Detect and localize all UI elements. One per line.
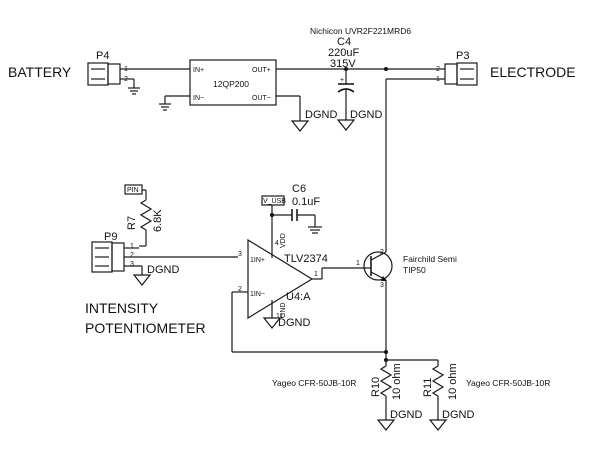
potentiometer-label: POTENTIOMETER — [85, 320, 206, 336]
c4-value: 220uF — [328, 47, 359, 59]
ground-symbol — [128, 87, 140, 95]
svg-text:1: 1 — [314, 271, 318, 278]
electrode-connector-p3: P3 2 1 ELECTRODE — [436, 50, 576, 86]
svg-text:+: + — [340, 77, 344, 84]
reg-part: 12QP200 — [213, 79, 249, 89]
c4-manufacturer: Nichicon UVR2F221MRD6 — [310, 26, 411, 36]
capacitor-c6: C6 0.1uF — [291, 183, 320, 221]
p3-body — [444, 63, 458, 85]
p3-label: P3 — [456, 50, 469, 62]
r7-ref: R7 — [126, 216, 138, 230]
vdd-label: VDD — [280, 233, 287, 248]
capacitor-c4: Nichicon UVR2F221MRD6 C4 220uF 315V + DG… — [310, 26, 411, 131]
c6-value: 0.1uF — [292, 196, 320, 208]
c4-ref: C4 — [337, 36, 351, 48]
gnd-pin-label: GND — [280, 302, 287, 318]
svg-text:3: 3 — [130, 261, 134, 268]
resistor-r10: R10 10 ohm Yageo CFR-50JB-10R DGND — [272, 360, 422, 431]
opamp-in-plus: 1IN+ — [250, 257, 265, 264]
regulator-12qp200: IN+ IN− OUT+ OUT− 12QP200 — [189, 59, 277, 106]
transistor-part: TIP50 — [403, 265, 426, 275]
p4-body — [107, 63, 121, 85]
battery-connector-p4: BATTERY P4 1 2 — [8, 50, 128, 86]
dgnd-symbol: DGND — [132, 264, 179, 286]
p3-housing — [456, 62, 478, 86]
reg-in-minus: IN− — [193, 95, 204, 102]
resistor-r7: R7 6.8K — [126, 199, 164, 232]
opamp-u4a: 1IN+ 1IN− TLV2374 U4:A 3 2 1 4 11 VDD GN… — [238, 233, 328, 320]
dgnd-label: DGND — [442, 409, 474, 421]
svg-text:3: 3 — [380, 282, 384, 289]
opamp-body — [247, 238, 314, 320]
dgnd-symbol: DGND — [262, 317, 310, 329]
opamp-ref: U4:A — [286, 291, 311, 303]
transistor-manufacturer: Fairchild Semi — [403, 254, 457, 264]
opamp-part: TLV2374 — [284, 253, 328, 265]
reg-out-plus: OUT+ — [252, 67, 271, 74]
svg-text:2: 2 — [380, 249, 384, 256]
svg-text:1: 1 — [356, 260, 360, 267]
reg-in-plus: IN+ — [193, 67, 204, 74]
ground-symbol — [308, 226, 322, 234]
r10-ref: R10 — [370, 377, 382, 397]
resistor-r11: R11 10 ohm Yageo CFR-50JB-10R DGND — [422, 360, 550, 431]
p4-label: P4 — [96, 50, 109, 62]
svg-text:4: 4 — [275, 240, 279, 247]
dgnd-label: DGND — [147, 264, 179, 276]
p4-housing — [87, 62, 109, 86]
dgnd-symbol: DGND — [290, 109, 337, 132]
dgnd-label: DGND — [390, 409, 422, 421]
r10-part: Yageo CFR-50JB-10R — [272, 378, 356, 388]
electrode-label: ELECTRODE — [490, 64, 576, 80]
battery-label: BATTERY — [8, 64, 72, 80]
vusb-power-flag: V_USB — [261, 195, 286, 206]
svg-text:1: 1 — [130, 243, 134, 250]
r11-part: Yageo CFR-50JB-10R — [466, 378, 550, 388]
svg-text:3: 3 — [238, 251, 242, 258]
transistor-body — [363, 251, 393, 281]
svg-text:2: 2 — [130, 252, 134, 259]
opamp-in-minus: 1IN− — [250, 291, 265, 298]
c6-ref: C6 — [292, 183, 306, 195]
regulator-body — [189, 59, 277, 106]
potentiometer-connector-p9: P9 1 2 3 — [91, 231, 134, 273]
r7-value: 6.8K — [152, 209, 164, 232]
intensity-label: INTENSITY — [85, 300, 159, 316]
dgnd-label: DGND — [305, 109, 337, 121]
svg-text:V_USB: V_USB — [263, 198, 286, 205]
pin-power-flag: PIN — [124, 184, 143, 195]
c4-voltage: 315V — [330, 58, 356, 70]
r11-ref: R11 — [422, 378, 434, 397]
p9-body — [111, 242, 125, 272]
reg-out-minus: OUT− — [252, 95, 271, 102]
svg-text:11: 11 — [276, 313, 283, 320]
transistor-tip50: 1 2 3 Fairchild Semi TIP50 — [356, 249, 457, 289]
r11-value: 10 ohm — [447, 363, 459, 400]
dgnd-label: DGND — [278, 317, 310, 329]
ground-symbol — [159, 103, 171, 111]
svg-text:PIN: PIN — [127, 187, 139, 194]
p9-label: P9 — [104, 231, 117, 243]
r10-value: 10 ohm — [391, 363, 403, 400]
dgnd-label: DGND — [350, 109, 382, 121]
svg-text:2: 2 — [238, 286, 242, 293]
